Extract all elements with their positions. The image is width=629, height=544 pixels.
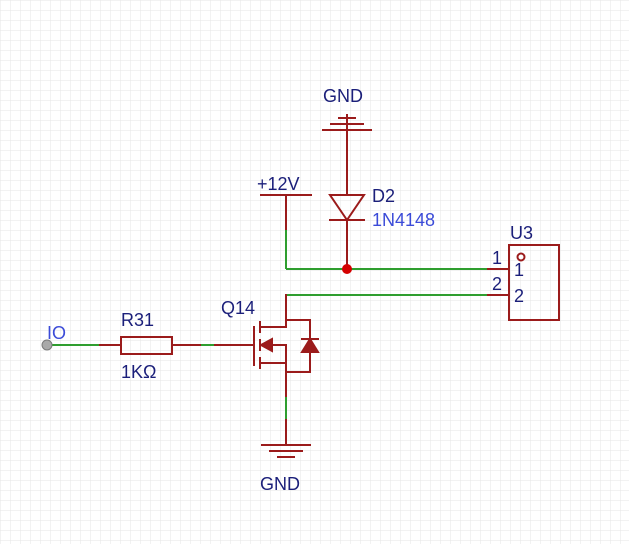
r31-value: 1KΩ	[121, 362, 156, 382]
mosfet-arrow	[258, 337, 273, 353]
d2-value: 1N4148	[372, 210, 435, 230]
power-12v-label: +12V	[257, 174, 300, 194]
u3-pin2-name: 2	[514, 286, 524, 306]
u3-pin1-marker	[516, 252, 526, 262]
io-pin-dot[interactable]	[41, 339, 53, 351]
r31-designator: R31	[121, 310, 154, 330]
wires	[47, 229, 488, 420]
diode-d2	[328, 129, 366, 270]
u3-pin1-number: 1	[492, 248, 502, 268]
gnd-top-label: GND	[323, 86, 363, 106]
gnd-symbol-top	[322, 114, 372, 131]
gnd-bottom-label: GND	[260, 474, 300, 494]
components	[99, 114, 560, 458]
d2-designator: D2	[372, 186, 395, 206]
gnd-symbol-bottom	[261, 419, 311, 458]
net-label-io: IO	[47, 323, 66, 343]
u3-pin2-number: 2	[492, 274, 502, 294]
u3-designator: U3	[510, 223, 533, 243]
u3-pin1-name: 1	[514, 260, 524, 280]
connector-u3-body	[508, 244, 560, 321]
q14-designator: Q14	[221, 298, 255, 318]
power-12v-symbol	[260, 194, 312, 230]
body-diode-triangle	[300, 337, 320, 353]
junction-dot	[342, 264, 352, 274]
